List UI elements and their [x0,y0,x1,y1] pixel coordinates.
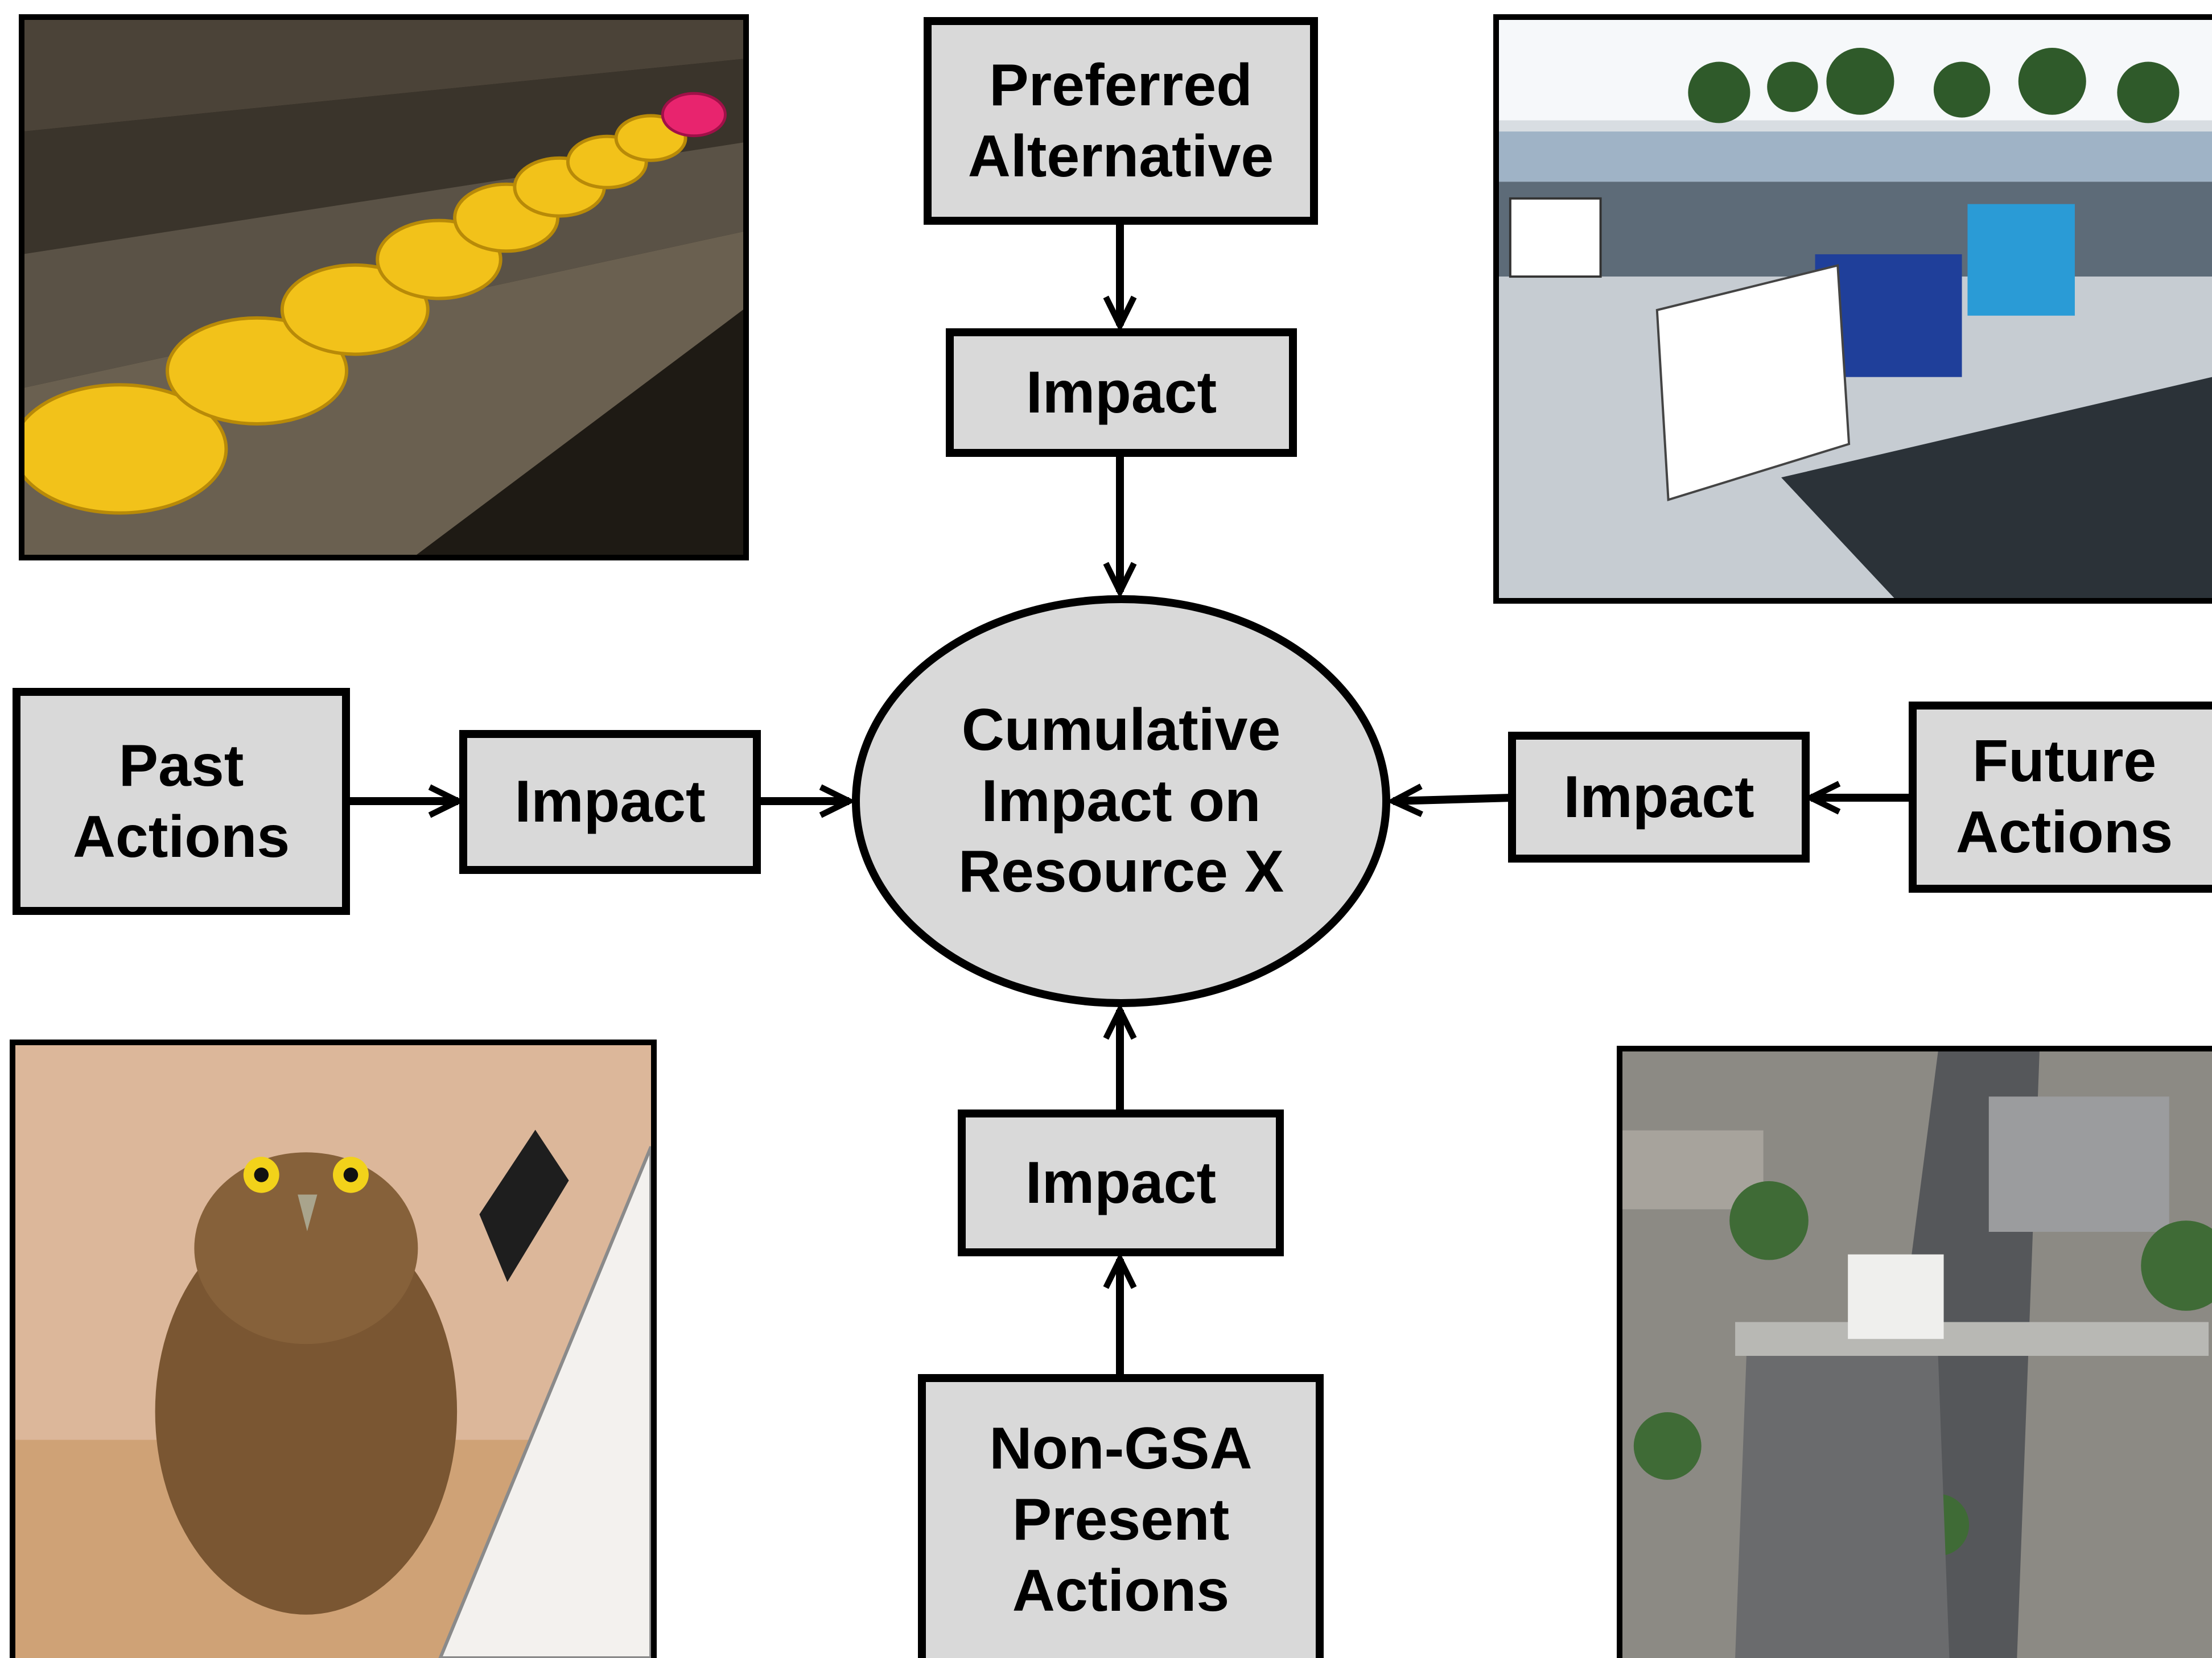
future-actions-label: Future Actions [1955,728,2173,865]
impact-top-label: Impact [1025,359,1217,426]
cumulative-impact-ellipse: Cumulative Impact on Resource X [852,595,1390,1007]
impact-left-box: Impact [459,730,761,874]
impact-left-label: Impact [514,769,706,835]
future-actions-box: Future Actions [1909,702,2212,893]
impact-right-box: Impact [1508,732,1810,863]
impact-bottom-label: Impact [1025,1149,1217,1216]
arrow-impact-right-to-cumulative [1393,798,1513,801]
past-actions-box: Past Actions [13,688,350,915]
border-crossing-photo [1617,1046,2212,1658]
preferred-alternative-box: Preferred Alternative [924,17,1318,225]
impact-bottom-box: Impact [958,1110,1284,1256]
trucks-photo [1493,14,2212,604]
impact-right-label: Impact [1563,764,1754,830]
past-actions-label: Past Actions [72,732,290,870]
cumulative-impact-label: Cumulative Impact on Resource X [958,696,1284,905]
non-gsa-present-actions-box: Non-GSA Present Actions [918,1374,1324,1658]
non-gsa-present-actions-label: Non-GSA Present Actions [989,1416,1253,1624]
preferred-alternative-label: Preferred Alternative [967,52,1274,189]
owl-photo [10,1040,657,1658]
impact-top-box: Impact [946,328,1297,457]
hard-hats-photo [19,14,749,560]
